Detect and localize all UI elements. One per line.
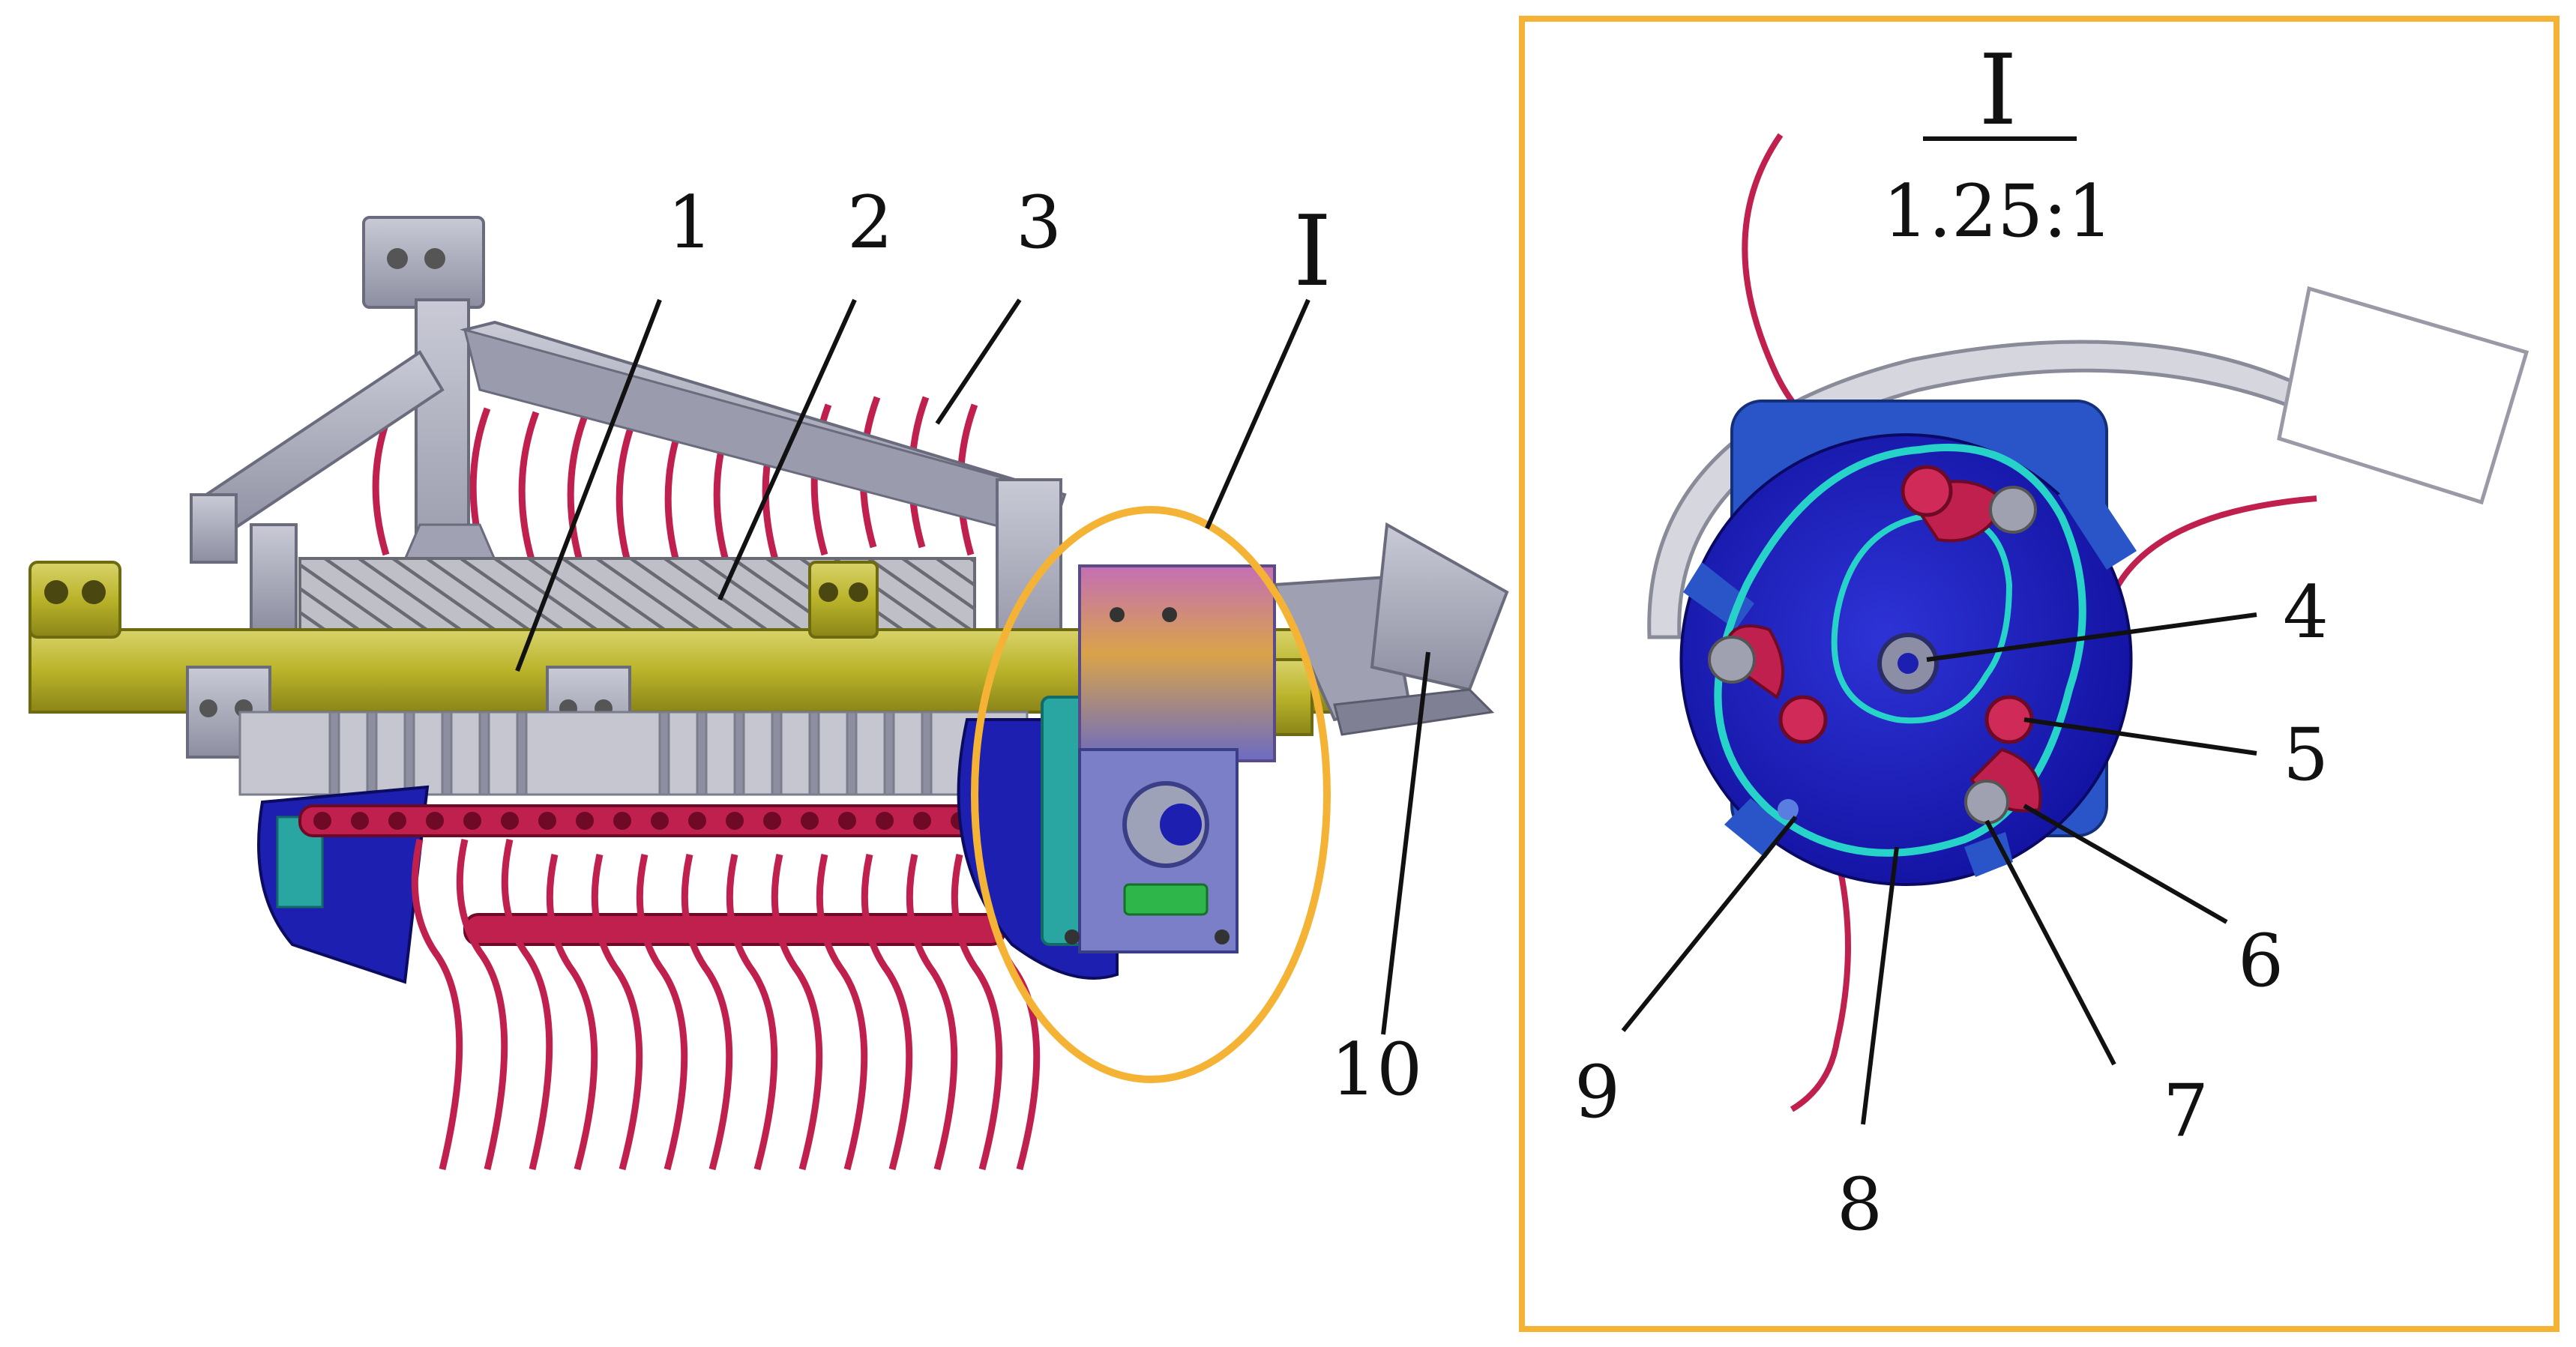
callout-label-9: 9 <box>1574 1050 1620 1134</box>
detail-view-label: I <box>1978 33 2017 147</box>
callout-label-detail-I: I <box>1293 194 1331 308</box>
callout-label-4: 4 <box>2283 570 2329 654</box>
drive-housing <box>957 564 1276 980</box>
detail-locating-hole <box>1778 799 1799 820</box>
overview-assembly: 1 2 3 I 10 <box>28 181 1509 1171</box>
detail-leader-lines <box>1621 612 2257 1125</box>
hitch-frame <box>190 216 1067 676</box>
detail-highlight-ellipse <box>971 506 1331 1083</box>
detail-cam-inner <box>1831 511 2013 724</box>
callout-label-2: 2 <box>847 181 893 265</box>
callout-label-6: 6 <box>2238 919 2284 1003</box>
callout-label-3: 3 <box>1016 181 1062 265</box>
detail-cam-track <box>1714 444 2086 857</box>
callout-label-8: 8 <box>1837 1163 1883 1247</box>
callout-label-1: 1 <box>667 181 713 265</box>
detail-scale-label: 1.25:1 <box>1883 169 2113 253</box>
detail-view-I: I 1.25:1 <box>1519 16 2560 1332</box>
disc-stack <box>238 711 1029 796</box>
callout-label-7: 7 <box>2163 1069 2209 1153</box>
callout-label-10: 10 <box>1331 1028 1422 1112</box>
lower-spring-tines <box>411 839 1041 1171</box>
rear-deflector <box>1272 522 1509 736</box>
overview-leader-lines <box>515 298 1430 1035</box>
callout-label-5: 5 <box>2283 713 2329 797</box>
